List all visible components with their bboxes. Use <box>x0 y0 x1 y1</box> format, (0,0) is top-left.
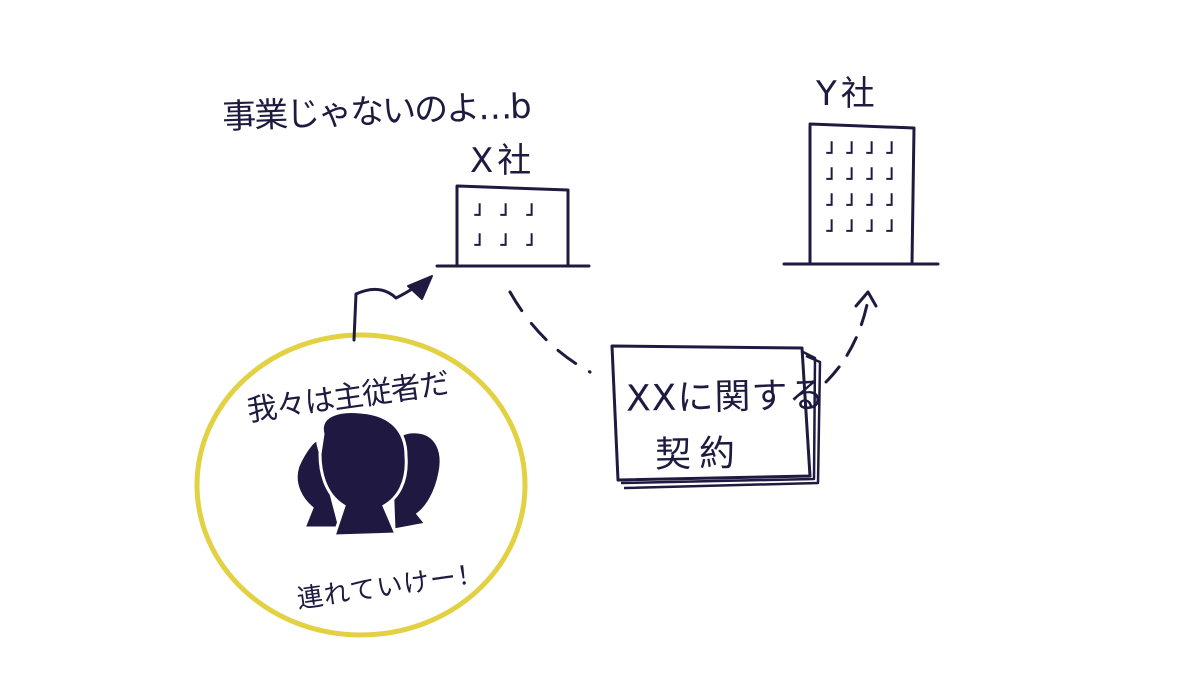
window-mark: 」 <box>846 162 864 183</box>
window-mark: 」 <box>500 198 518 219</box>
window-mark: 」 <box>886 214 904 235</box>
contract-page-back-2 <box>623 354 822 490</box>
arrowhead-icon <box>854 290 878 308</box>
group-circle <box>194 332 528 638</box>
window-mark: 」 <box>826 188 844 209</box>
contract-title-line2: 契約 <box>654 433 744 476</box>
contract-page-back-1 <box>620 350 817 485</box>
building-x <box>435 184 591 268</box>
window-mark: 」 <box>846 214 864 235</box>
window-mark: 」 <box>886 188 904 209</box>
contract-document <box>610 344 822 490</box>
contract-page-front <box>610 344 812 482</box>
window-mark: 」 <box>474 228 492 249</box>
flow-dashed-line-x-to-contract <box>508 290 592 374</box>
window-mark: 」 <box>846 136 864 157</box>
window-mark: 」 <box>866 136 884 157</box>
arrowhead-icon <box>407 275 433 300</box>
people-silhouette-icon <box>294 410 443 538</box>
window-mark: 」 <box>826 162 844 183</box>
window-mark: 」 <box>526 228 544 249</box>
contract-title-line1: XXに関する <box>625 375 826 420</box>
company-x-label: X社 <box>470 141 536 181</box>
window-mark: 」 <box>866 162 884 183</box>
window-mark: 」 <box>474 198 492 219</box>
flow-dashed-line-contract-to-y <box>824 298 870 384</box>
window-mark: 」 <box>826 214 844 235</box>
building-x-outline <box>455 184 570 268</box>
building-x-windows: 」」」」」」 <box>474 198 544 249</box>
building-y-outline <box>808 122 916 266</box>
up-arrow-line <box>352 281 422 342</box>
window-mark: 」 <box>886 136 904 157</box>
company-y-label: Y社 <box>816 74 879 114</box>
window-mark: 」 <box>866 188 884 209</box>
window-mark: 」 <box>866 214 884 235</box>
building-y-windows: 」」」」」」」」」」」」」」」」 <box>826 136 904 235</box>
window-mark: 」 <box>846 188 864 209</box>
building-y <box>782 122 940 266</box>
window-mark: 」 <box>500 228 518 249</box>
window-mark: 」 <box>526 198 544 219</box>
window-mark: 」 <box>886 162 904 183</box>
window-mark: 」 <box>826 136 844 157</box>
